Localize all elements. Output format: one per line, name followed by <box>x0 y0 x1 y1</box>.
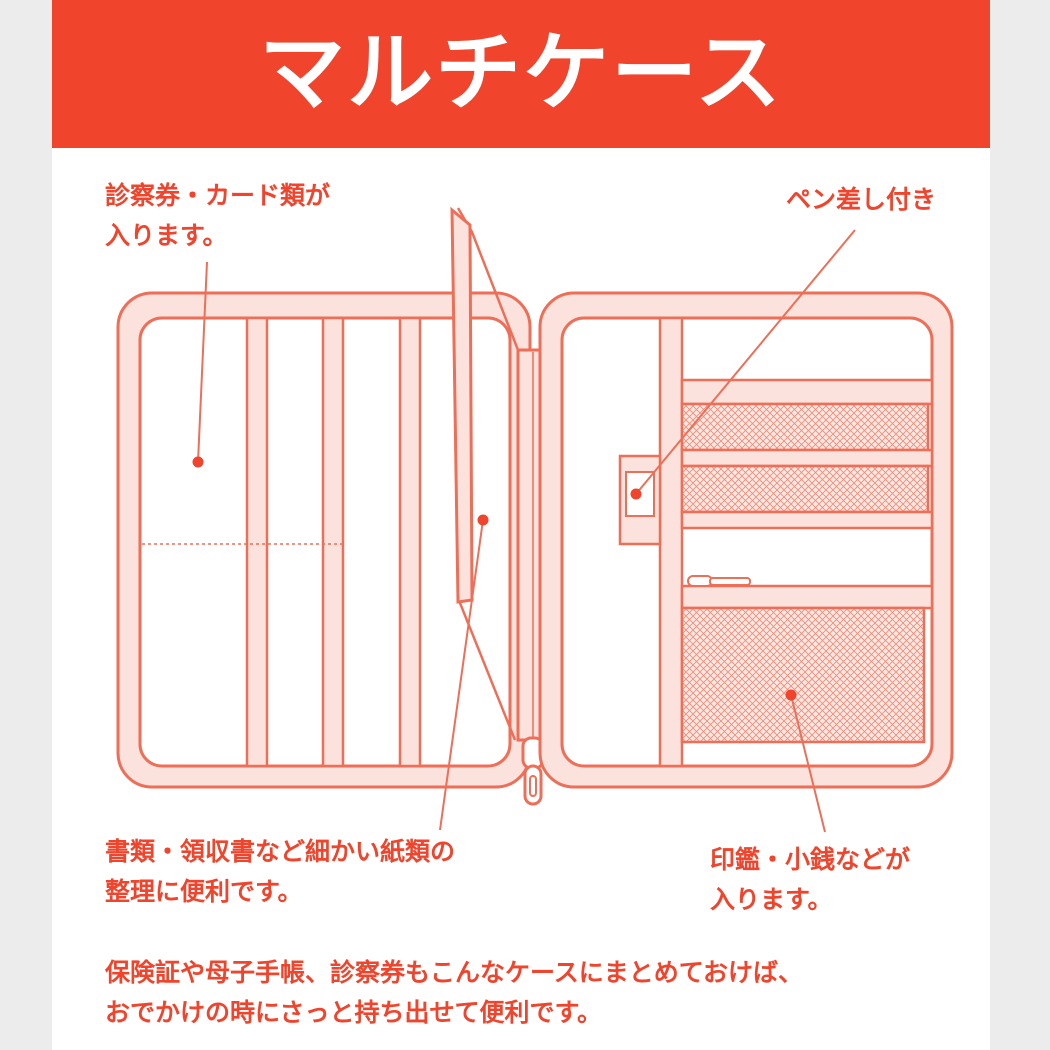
leader-lines <box>192 229 856 833</box>
page-title: マルチケース <box>259 23 783 123</box>
pocket-zipper-pull-icon <box>687 575 751 587</box>
mesh-pockets <box>680 378 934 744</box>
zipper-pull-icon <box>521 736 545 806</box>
callout-cards: 診察券・カード類が 入ります。 <box>105 181 331 250</box>
title-banner <box>52 0 990 148</box>
callout-pen-holder: ペン差し付き <box>786 185 937 214</box>
right-panel <box>538 291 954 789</box>
left-panel <box>116 291 532 789</box>
callout-seal-coins: 印鑑・小銭などが 入ります。 <box>710 845 911 914</box>
footer-description: 保険証や母子手帳、診察券もこんなケースにまとめておけば、 おでかけの時にさっと持… <box>105 958 804 1027</box>
card-slot-dividers <box>245 316 422 768</box>
callout-documents: 書類・領収書など細かい紙類の 整理に便利です。 <box>105 837 456 906</box>
pen-holder <box>618 454 662 546</box>
